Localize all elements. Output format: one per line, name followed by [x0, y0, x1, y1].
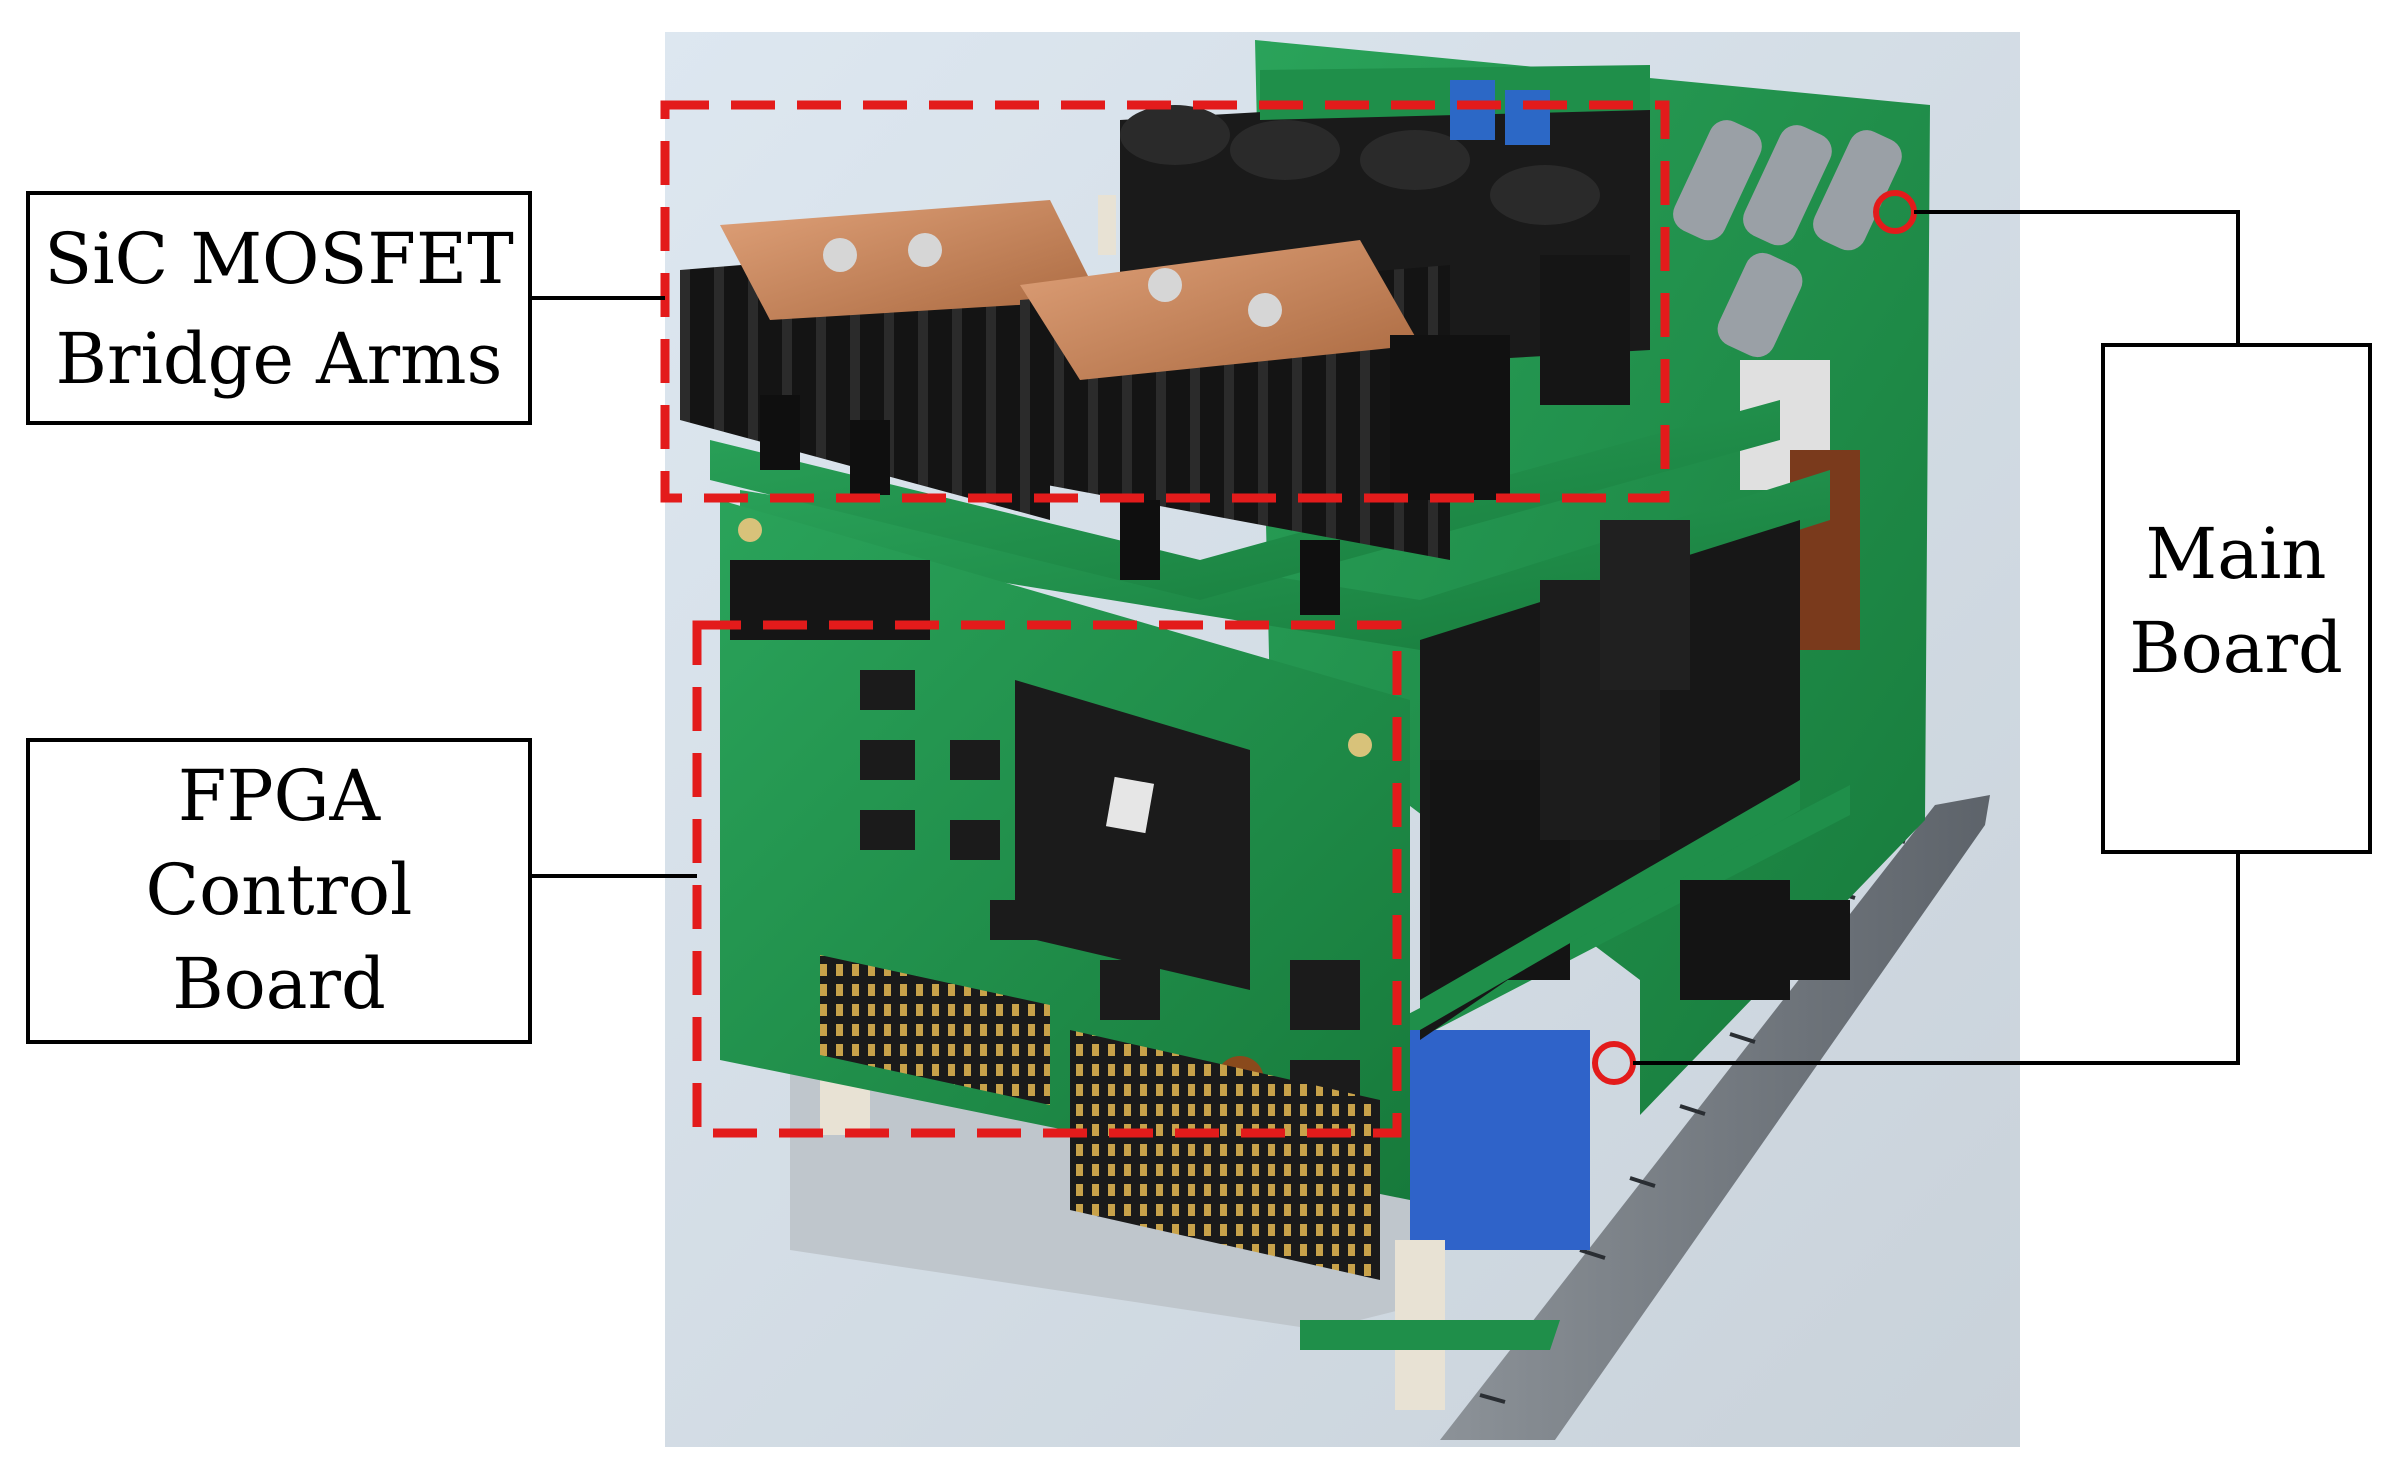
- main-board-lower-leader-line: [1633, 852, 2240, 1065]
- label-fpga-line2: Control: [146, 849, 413, 931]
- main-board-upper-leader-line: [1914, 210, 2240, 345]
- blue-transformer: [1410, 1030, 1590, 1250]
- right-copper-plate: [1020, 240, 1420, 380]
- middle-pcb: [740, 470, 1830, 1040]
- hardware-photo: [665, 32, 2020, 1447]
- label-main-board-line2: Board: [2129, 607, 2343, 689]
- label-sic-mosfet-line1: SiC MOSFET: [44, 218, 514, 300]
- label-sic-mosfet-box: [26, 191, 532, 425]
- label-main-board: Main Board: [2101, 343, 2372, 854]
- fpga-board-pcb: [720, 500, 1410, 1280]
- label-fpga-box: [26, 738, 532, 1044]
- label-sic-mosfet-line2: Bridge Arms: [56, 318, 503, 400]
- leader-lines: [530, 210, 2240, 1065]
- bridge-arms-highlight-box: [660, 100, 1670, 503]
- label-fpga-line3: Board: [172, 943, 386, 1025]
- label-main-board-line1: Main: [2146, 513, 2327, 595]
- label-fpga-line1: FPGA: [178, 755, 382, 837]
- label-main-board-box: [2101, 343, 2372, 854]
- label-fpga-control-board: FPGA Control Board: [26, 738, 532, 1044]
- fpga-board-highlight-box: [692, 620, 1402, 1138]
- left-copper-plate: [720, 200, 1100, 320]
- label-sic-mosfet: SiC MOSFET Bridge Arms: [26, 191, 532, 425]
